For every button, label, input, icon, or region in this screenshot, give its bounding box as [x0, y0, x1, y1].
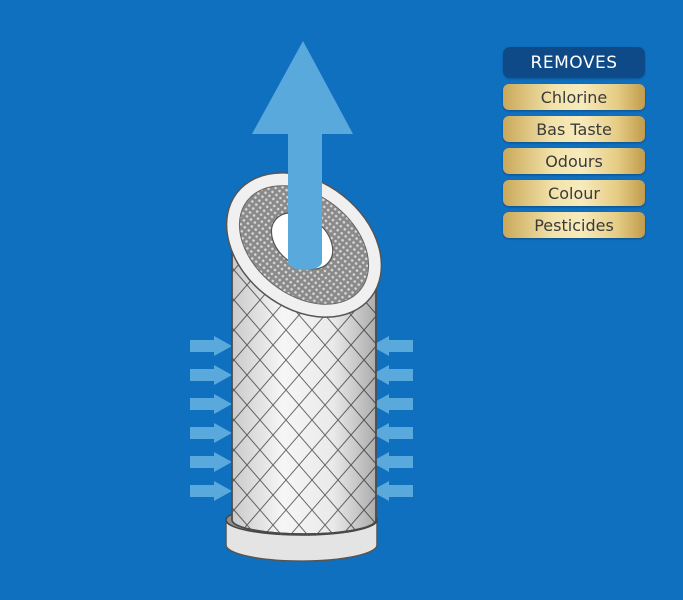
arrow-left-icon: [371, 365, 413, 385]
arrow-right-icon: [190, 365, 232, 385]
inflow-arrows-left: [190, 336, 232, 501]
arrow-right-icon: [190, 423, 232, 443]
removes-item-colour: Colour: [503, 180, 645, 206]
removes-item-pesticides: Pesticides: [503, 212, 645, 238]
arrow-left-icon: [371, 336, 413, 356]
inflow-arrows-right: [371, 336, 413, 501]
arrow-right-icon: [190, 336, 232, 356]
arrow-right-icon: [190, 452, 232, 472]
removes-panel: REMOVES Chlorine Bas Taste Odours Colour…: [503, 47, 645, 238]
removes-item-odours: Odours: [503, 148, 645, 174]
arrow-left-icon: [371, 423, 413, 443]
arrow-left-icon: [371, 452, 413, 472]
removes-title: REMOVES: [503, 47, 645, 78]
arrow-up-icon: [252, 41, 353, 270]
removes-item-bad-taste: Bas Taste: [503, 116, 645, 142]
removes-item-chlorine: Chlorine: [503, 84, 645, 110]
arrow-left-icon: [371, 481, 413, 501]
arrow-left-icon: [371, 394, 413, 414]
arrow-right-icon: [190, 481, 232, 501]
arrow-right-icon: [190, 394, 232, 414]
